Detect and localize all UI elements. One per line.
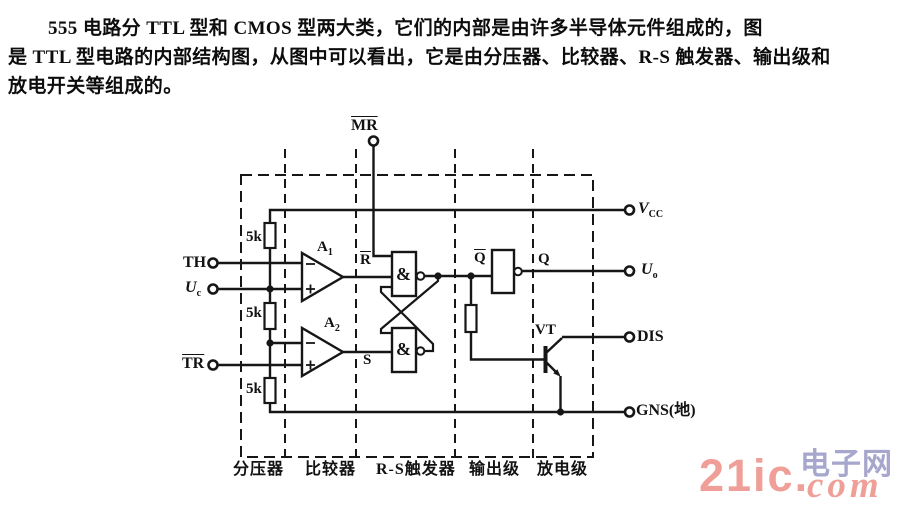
nand-gate-1-amp-label: &: [396, 264, 411, 284]
uo-base: U: [641, 261, 653, 278]
watermark-cn-text: 电子网: [800, 448, 893, 481]
comparator-a2: [300, 325, 346, 379]
intro-paragraph-line2: 是 TTL 型电路的内部结构图，从图中可以看出，它是由分压器、比较器、R-S 触…: [8, 47, 831, 68]
intro-paragraph-line1: 555 电路分 TTL 型和 CMOS 型两大类，它们的内部是由许多半导体元件组…: [48, 18, 763, 39]
uc-label: Uc: [185, 280, 201, 299]
watermark-com-text: com: [807, 465, 883, 506]
output-inverter: [490, 248, 516, 295]
nand-gate-2-bubble: [415, 346, 426, 356]
section-label-comparator: 比较器: [305, 461, 357, 478]
q-label: Q: [538, 251, 550, 267]
terminal-vcc: [623, 204, 636, 216]
resistor-5k-2: [263, 301, 277, 331]
tr-label: TR: [182, 355, 205, 372]
nand-gate-2: [390, 326, 418, 374]
terminal-th: [207, 257, 219, 269]
mr-wire: [372, 145, 392, 258]
a2-label: A2: [324, 316, 340, 334]
s-bar-label: S: [363, 352, 372, 368]
resistor-5k-3: [263, 376, 277, 405]
terminal-circles: [207, 135, 636, 418]
ground-rail-wire: [268, 402, 624, 414]
vcc-rail-wire: [268, 208, 624, 223]
a2-sub: 2: [334, 323, 340, 334]
nand-gate-1-bubble: [415, 271, 426, 281]
dis-label: DIS: [637, 328, 664, 345]
uc-sub: c: [196, 288, 202, 300]
terminal-dis: [623, 331, 636, 343]
terminal-tr: [207, 359, 219, 371]
section-label-rs-flipflop: R-S触发器: [376, 461, 456, 478]
section-label-discharge-stage: 放电级: [537, 461, 589, 478]
terminal-uo: [623, 265, 636, 277]
resistor-2-value: 5k: [246, 305, 262, 321]
vcc-sub: CC: [648, 209, 664, 221]
section-label-output-stage: 输出级: [469, 461, 521, 478]
resistor-3-value: 5k: [246, 381, 262, 397]
watermark-brand: 21ic.: [699, 450, 810, 501]
comparator-polarity-marks: [306, 263, 315, 370]
vt-emitter-arrow: [553, 369, 561, 377]
vcc-label: VCC: [638, 201, 663, 220]
terminal-mr: [367, 135, 380, 147]
r-bar-label: R: [360, 252, 371, 268]
comparator-a1: [300, 250, 346, 304]
uo-label: Uo: [641, 262, 658, 281]
base-resistor-wire-bottom: [469, 332, 544, 361]
dashed-outline-box: [240, 174, 594, 458]
uc-base: U: [185, 279, 197, 296]
base-resistor: [464, 303, 478, 334]
gns-label: GNS(地): [636, 402, 696, 419]
terminal-gns: [623, 406, 636, 418]
a1-base: A: [317, 239, 328, 255]
uo-sub: o: [652, 270, 658, 282]
a1-sub: 1: [327, 247, 333, 258]
vt-collector: [545, 337, 563, 354]
vcc-base: V: [638, 200, 649, 217]
a2-base: A: [324, 315, 335, 331]
terminal-uc: [207, 283, 219, 295]
mr-label: MR: [351, 117, 378, 134]
junction-dots: [266, 272, 565, 416]
output-inverter-bubble: [513, 266, 523, 277]
nand-gate-2-amp-label: &: [396, 339, 411, 359]
resistor-1-value: 5k: [246, 229, 262, 245]
vt-label: VT: [535, 322, 556, 338]
a1-label: A1: [317, 240, 333, 258]
feedback-wire-bottom-to-top: [379, 285, 435, 353]
section-label-divider: 分压器: [233, 461, 285, 478]
nand-gate-1: [390, 250, 418, 298]
intro-paragraph-line3: 放电开关等组成的。: [8, 76, 183, 97]
q-bar-label: Q: [474, 250, 486, 266]
resistor-5k-1: [263, 221, 277, 250]
th-label: TH: [183, 254, 207, 271]
